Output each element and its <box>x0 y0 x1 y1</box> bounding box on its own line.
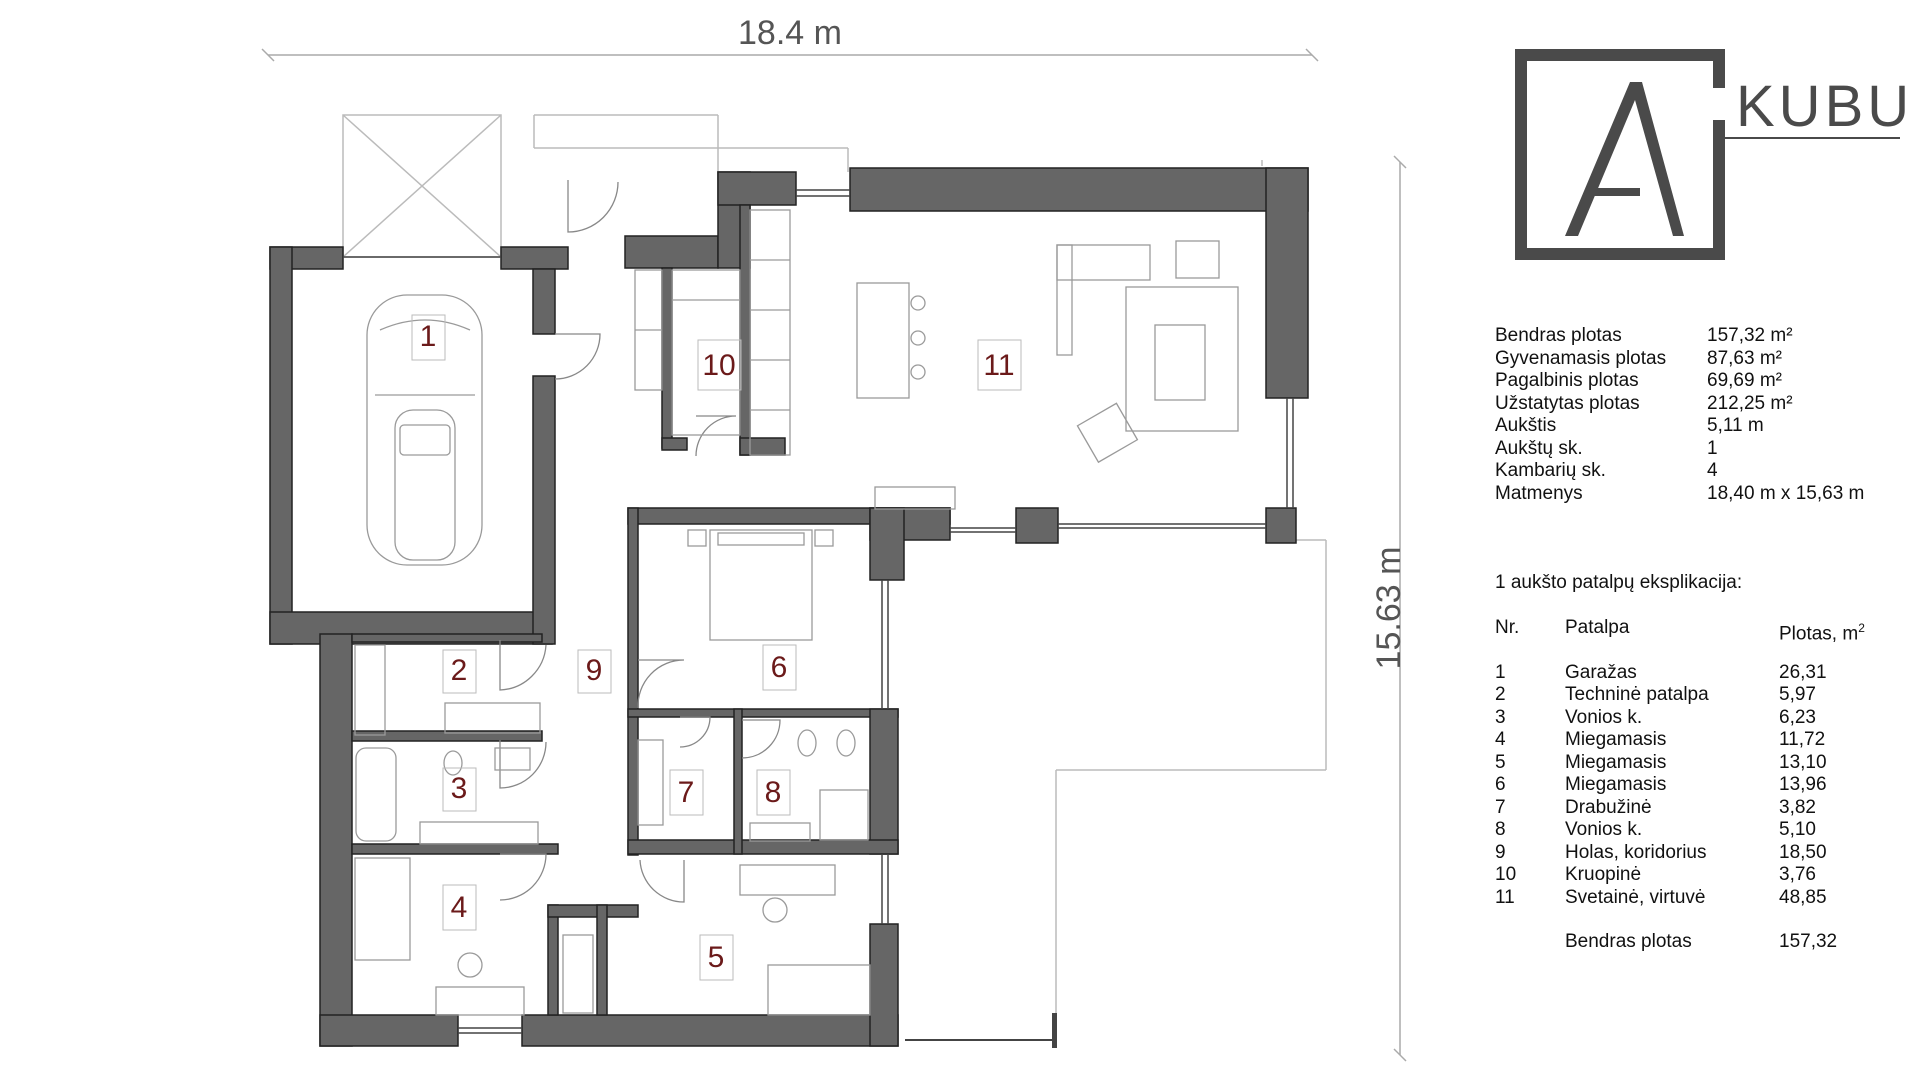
room-cell-nr: 4 <box>1495 729 1506 750</box>
room-row: 8 Vonios k. 5,10 <box>1495 819 1865 842</box>
windows <box>343 189 1294 1034</box>
room-row: 7 Drabužinė 3,82 <box>1495 797 1865 820</box>
room-cell-room: Techninė patalpa <box>1565 684 1709 705</box>
stat-row: Kambarių sk.4 <box>1495 460 1718 481</box>
room-cell-nr: 9 <box>1495 841 1506 863</box>
room-cell-room: Garažas <box>1565 661 1637 683</box>
room-7-label: 7 <box>678 776 695 809</box>
room-cell-nr: 2 <box>1495 684 1506 705</box>
room-cell-nr: 7 <box>1495 796 1506 818</box>
room-cell-room: Miegamasis <box>1565 729 1667 750</box>
room-cell-nr: 5 <box>1495 751 1506 773</box>
room-cell-room: Kruopinė <box>1565 864 1642 885</box>
room-cell-nr: 3 <box>1495 706 1506 728</box>
room-cell-area: 5,97 <box>1779 684 1816 705</box>
room-row: 4 Miegamasis 11,72 <box>1495 729 1865 752</box>
room-cell-room: Vonios k. <box>1565 819 1643 840</box>
room-cell-nr: 11 <box>1495 886 1515 908</box>
room-row: 11 Svetainė, virtuvė 48,85 <box>1495 887 1865 910</box>
room-row: 5 Miegamasis 13,10 <box>1495 752 1865 775</box>
room-1-label: 1 <box>420 320 437 353</box>
height-dimension <box>1393 155 1407 1062</box>
room-cell-nr: 6 <box>1495 774 1506 795</box>
room-cell-area: 48,85 <box>1779 886 1827 908</box>
room-cell-area: 18,50 <box>1779 841 1827 863</box>
room-cell-nr: 10 <box>1495 864 1517 885</box>
room-cell-area: 3,82 <box>1779 796 1816 818</box>
furniture <box>354 209 1239 1016</box>
logo-text: KUBU <box>1736 74 1913 139</box>
room-row: 9 Holas, koridorius 18,50 <box>1495 842 1865 865</box>
room-3-label: 3 <box>451 772 468 805</box>
room-6-label: 6 <box>771 651 788 684</box>
room-cell-room: Miegamasis <box>1565 751 1667 773</box>
room-cell-room: Vonios k. <box>1565 706 1643 728</box>
room-cell-room: Svetainė, virtuvė <box>1565 886 1706 908</box>
room-row: 6 Miegamasis 13,96 <box>1495 774 1865 797</box>
room-4-label: 4 <box>451 891 468 924</box>
terrace-post <box>1052 1013 1057 1048</box>
room-11-label: 11 <box>983 349 1014 382</box>
room-cell-nr: 1 <box>1495 661 1506 683</box>
explication-title: 1 aukšto patalpų eksplikacija: <box>1495 572 1743 593</box>
height-label: 15.63 m <box>1370 547 1408 670</box>
room-table-header: Nr. Patalpa Plotas, m2 <box>1495 617 1865 645</box>
room-cell-room: Drabužinė <box>1565 796 1652 818</box>
room-row: 1 Garažas 26,31 <box>1495 662 1865 685</box>
room-8-label: 8 <box>765 776 782 809</box>
room-table-total: Bendras plotas 157,32 <box>1565 931 1838 952</box>
room-10-label: 10 <box>702 349 735 382</box>
room-cell-area: 13,96 <box>1779 774 1827 795</box>
room-table: Nr. Patalpa Plotas, m2 1 Garažas 26,31 2 Tec… <box>1495 617 1865 954</box>
room-row: 10 Kruopinė 3,76 <box>1495 864 1865 887</box>
doors <box>499 180 781 903</box>
walls <box>269 167 1309 1047</box>
room-row: 3 Vonios k. 6,23 <box>1495 707 1865 730</box>
room-number-boxes <box>411 314 1022 981</box>
room-numbers: 1 2 3 4 5 6 7 8 9 10 11 <box>420 320 1015 974</box>
outline-lines <box>342 114 1327 1041</box>
room-cell-area: 3,76 <box>1779 864 1816 885</box>
room-2-label: 2 <box>451 654 468 687</box>
stat-row: Aukštų sk.1 <box>1495 437 1718 459</box>
room-cell-area: 5,10 <box>1779 819 1816 840</box>
room-cell-room: Miegamasis <box>1565 774 1667 795</box>
room-cell-nr: 8 <box>1495 819 1506 840</box>
width-dimension <box>261 48 1319 62</box>
room-cell-area: 13,10 <box>1779 751 1827 773</box>
kubu-logo: KUBU <box>1515 49 1913 260</box>
room-row: 2 Techninė patalpa 5,97 <box>1495 684 1865 707</box>
room-9-label: 9 <box>586 654 603 687</box>
room-cell-area: 26,31 <box>1779 661 1827 683</box>
room-cell-area: 6,23 <box>1779 706 1816 728</box>
room-cell-room: Holas, koridorius <box>1565 841 1707 863</box>
width-label: 18.4 m <box>738 14 842 52</box>
room-cell-area: 11,72 <box>1779 729 1826 750</box>
room-5-label: 5 <box>708 941 725 974</box>
